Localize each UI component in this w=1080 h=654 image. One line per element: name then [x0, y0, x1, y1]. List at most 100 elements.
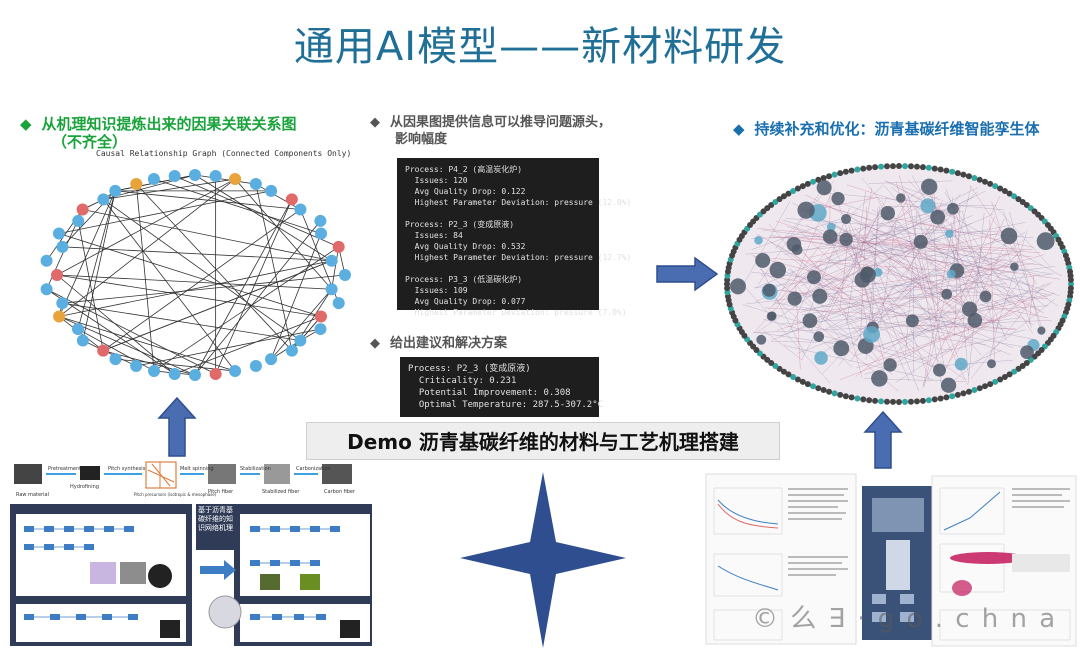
- graph-edge: [234, 178, 332, 290]
- twin-ring-node: [982, 178, 988, 185]
- twin-ring-node: [790, 373, 797, 380]
- graph-node: [285, 193, 298, 206]
- twin-ring-node: [794, 185, 801, 192]
- graph-node: [189, 369, 201, 381]
- twin-edge: [927, 273, 1048, 295]
- twin-edge: [908, 195, 943, 390]
- twin-node: [826, 222, 836, 232]
- graph-node: [229, 364, 242, 377]
- twin-edge: [763, 319, 938, 368]
- strip-label: Pitch synthesis: [108, 466, 146, 472]
- watermark: © 么 ∃ · g o . c h n a: [752, 604, 1058, 634]
- twin-ring-node: [780, 368, 787, 375]
- twin-node: [880, 205, 895, 221]
- graph-node: [314, 323, 327, 336]
- twin-ring-node: [919, 397, 926, 404]
- graph-caption: Causal Relationship Graph (Connected Com…: [96, 149, 352, 158]
- middle-header-2-line1: 给出建议和解决方案: [390, 336, 508, 351]
- graph-edge: [62, 302, 301, 341]
- twin-edge: [854, 227, 917, 303]
- twin-edge: [941, 298, 1055, 391]
- terminal1-line: Issues: 109: [405, 286, 468, 295]
- twin-node: [962, 301, 978, 317]
- graph-edge: [194, 174, 256, 185]
- twin-edge: [909, 237, 961, 365]
- twin-node: [940, 377, 957, 393]
- twin-edge: [846, 212, 978, 319]
- twin-ring-node: [992, 378, 999, 385]
- twin-ring-node: [925, 164, 932, 171]
- twin-edge: [856, 314, 1013, 369]
- demo-label: Demo 沥青基碳纤维的材料与工艺机理搭建: [306, 422, 780, 460]
- twin-edge: [967, 212, 985, 384]
- twin-node: [807, 270, 821, 285]
- twin-edge: [905, 268, 982, 356]
- twin-ring-node: [1023, 359, 1030, 366]
- twin-node: [987, 359, 996, 369]
- twin-ring-node: [976, 385, 983, 392]
- twin-ring-node: [826, 173, 833, 180]
- twin-edge: [827, 259, 857, 262]
- twin-node: [813, 331, 825, 342]
- twin-ring-node: [854, 395, 861, 402]
- twin-node: [863, 326, 880, 343]
- twin-edge: [995, 230, 1028, 331]
- twin-ring-node: [854, 166, 861, 173]
- graph-edge: [174, 316, 322, 375]
- twin-ring-node: [943, 394, 950, 401]
- twin-ring-node: [976, 176, 983, 183]
- twin-ring-node: [1006, 371, 1013, 378]
- diamond-bullet-icon: ◆: [370, 115, 380, 130]
- twin-edge: [885, 301, 961, 361]
- twin-edge: [859, 222, 1026, 256]
- twin-edge: [754, 255, 805, 354]
- graph-edge: [255, 183, 293, 351]
- twin-ring-node: [931, 165, 938, 172]
- twin-edge: [954, 234, 1012, 306]
- twin-edge: [961, 210, 995, 332]
- twin-node: [787, 291, 802, 306]
- graph-node: [40, 283, 53, 296]
- twin-ring-node: [913, 163, 920, 170]
- graph-edge: [58, 190, 272, 234]
- twin-ring-node: [1015, 196, 1022, 203]
- twin-ring-node: [831, 390, 838, 397]
- twin-ring-node: [889, 163, 896, 170]
- twin-edge: [771, 235, 1018, 274]
- graph-edge: [331, 246, 340, 290]
- twin-node: [946, 269, 956, 279]
- twin-node: [883, 358, 897, 372]
- twin-edge: [850, 253, 867, 260]
- twin-edge: [904, 189, 975, 313]
- twin-edge: [758, 183, 826, 285]
- twin-ring-node: [1006, 190, 1013, 197]
- twin-ring-node: [848, 394, 855, 401]
- twin-edge: [826, 209, 881, 320]
- middle-header-1: ◆从因果图提供信息可以推导问题源头，: [370, 111, 611, 130]
- twin-ring-node: [997, 376, 1004, 383]
- twin-ring-node: [837, 170, 844, 177]
- graph-edge: [82, 340, 137, 367]
- twin-ring-node: [987, 180, 994, 187]
- twin-edge: [832, 292, 936, 329]
- twin-ring-node: [1019, 199, 1026, 206]
- graph-node: [314, 214, 327, 227]
- twin-edge: [862, 322, 956, 351]
- left-header-line1: 从机理知识提炼出来的因果关联关系图: [41, 115, 297, 133]
- digital-twin-network: [724, 163, 1074, 405]
- twin-ring-node: [799, 183, 806, 190]
- graph-node: [168, 367, 181, 380]
- twin-ring-node: [1001, 373, 1008, 380]
- terminal1-line: Highest Parameter Deviation: pressure (1…: [405, 253, 632, 262]
- up-arrow-icon: [863, 410, 903, 469]
- graph-node: [97, 344, 110, 357]
- twin-edge: [753, 320, 1052, 333]
- strip-label: Melt spinning: [180, 466, 214, 472]
- twin-edge: [891, 186, 1047, 307]
- twin-edge: [990, 196, 1001, 216]
- graph-node: [294, 334, 307, 347]
- twin-edge: [989, 219, 995, 368]
- twin-node: [979, 290, 992, 303]
- graph-node: [315, 227, 328, 240]
- graph-edge: [58, 190, 116, 317]
